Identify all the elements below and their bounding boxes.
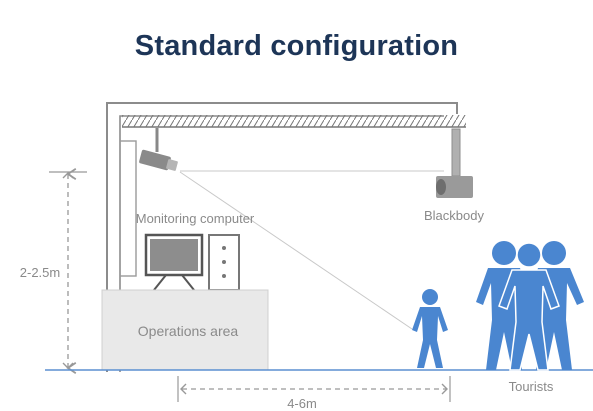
height-label: 2-2.5m [20, 265, 60, 280]
person-icon [412, 289, 448, 368]
blackbody-icon [436, 128, 473, 198]
tourists-group-icon [476, 241, 584, 371]
operations-area-label: Operations area [138, 323, 239, 339]
cable-housing [119, 140, 137, 277]
field-of-view-lines [179, 170, 444, 330]
computer-tower-icon [208, 234, 240, 291]
distance-label: 4-6m [287, 396, 317, 411]
blackbody-label: Blackbody [424, 208, 484, 223]
monitoring-computer-label: Monitoring computer [136, 211, 255, 226]
diagram-title: Standard configuration [134, 30, 459, 62]
monitor-icon [144, 233, 204, 291]
distance-dimension [177, 376, 451, 402]
ceiling-rail [122, 115, 466, 128]
camera-icon [139, 128, 178, 171]
operations-area-box [101, 289, 269, 371]
height-dimension [49, 168, 87, 374]
tourists-label: Tourists [509, 379, 554, 394]
